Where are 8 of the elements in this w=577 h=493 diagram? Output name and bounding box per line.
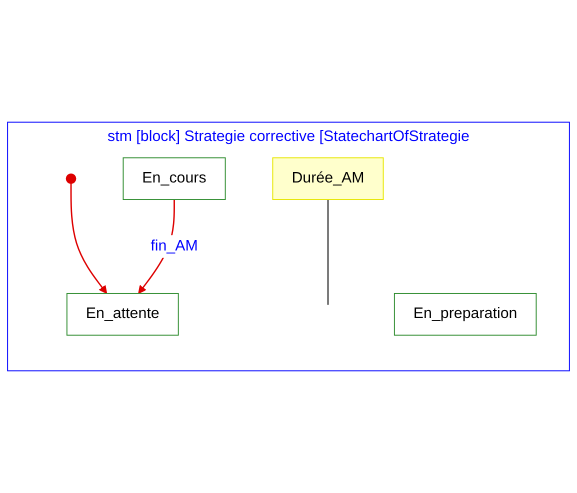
node-box: Durée_AM (272, 157, 384, 200)
node-box: En_preparation (394, 293, 537, 336)
connector (327, 200, 329, 305)
arrow (70, 183, 108, 294)
edge-label: fin_AM (150, 238, 198, 254)
node-circle (66, 173, 76, 184)
node-box: En_attente (66, 293, 179, 336)
node-box: En_cours (122, 157, 226, 200)
